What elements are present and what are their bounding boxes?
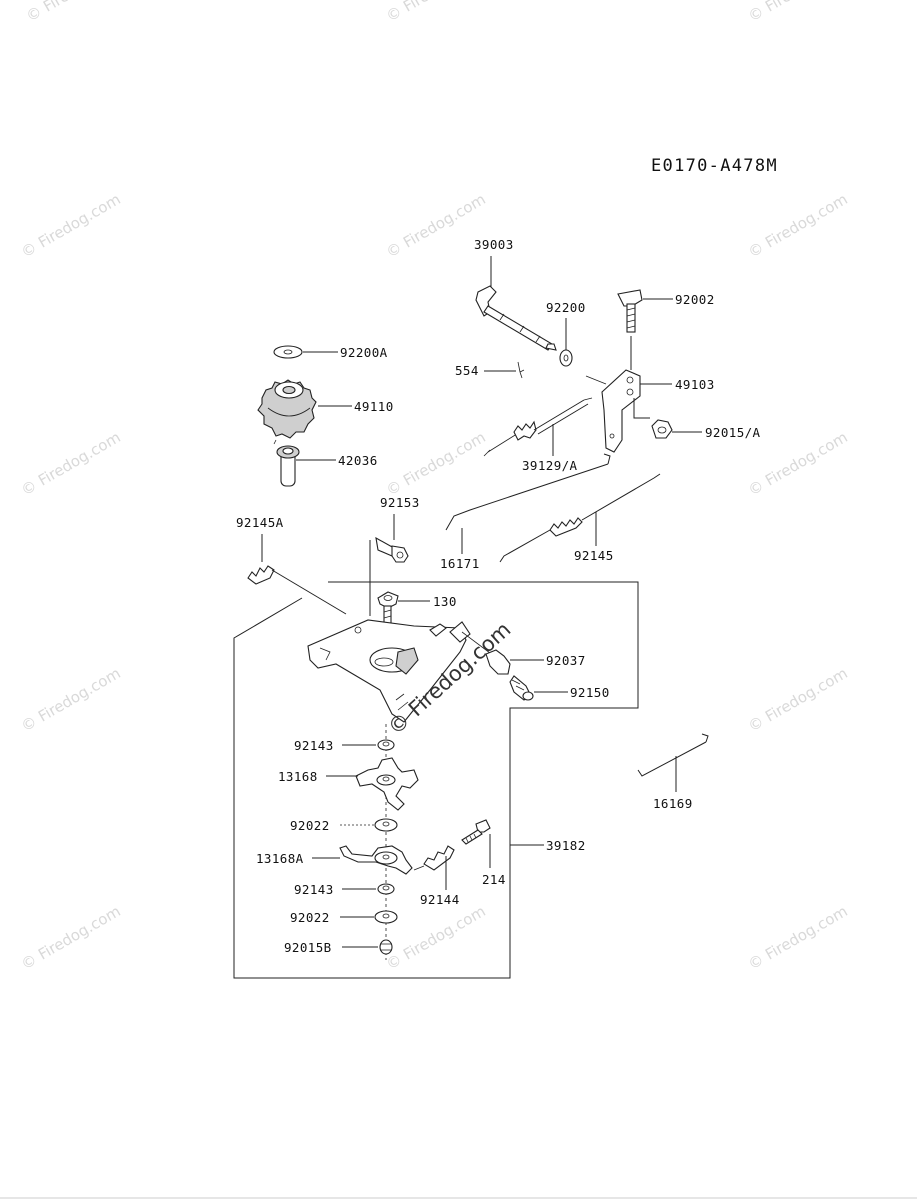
- label-13168: 13168: [278, 769, 318, 784]
- spring-92144: [413, 845, 455, 871]
- watermark: © Firedog.com: [383, 0, 489, 25]
- watermark: © Firedog.com: [23, 0, 129, 25]
- watermark: © Firedog.com: [18, 902, 124, 973]
- label-92150: 92150: [570, 685, 610, 700]
- label-92153: 92153: [380, 495, 420, 510]
- washer-92200: [559, 349, 573, 367]
- diagram-code: E0170-A478M: [651, 156, 778, 176]
- governor-arm-49103: [585, 369, 641, 453]
- bracket-39182: [307, 619, 471, 723]
- watermark: © Firedog.com: [745, 190, 851, 261]
- watermark: © Firedog.com: [383, 428, 489, 499]
- spring-39129a: [483, 397, 593, 457]
- rod-16169: [637, 733, 709, 777]
- label-49110: 49110: [354, 399, 394, 414]
- watermark-layer: © Firedog.com © Firedog.com © Firedog.co…: [18, 0, 851, 973]
- spring-92037: [461, 631, 511, 675]
- bolt-92002: [617, 289, 643, 333]
- watermark: © Firedog.com: [18, 428, 124, 499]
- spring-92145a: [247, 565, 347, 615]
- watermark: © Firedog.com: [18, 190, 124, 261]
- label-92015a: 92015/A: [705, 425, 761, 440]
- watermark: © Firedog.com: [745, 902, 851, 973]
- label-49103: 49103: [675, 377, 715, 392]
- watermark: © Firedog.com: [383, 190, 489, 261]
- label-92200a: 92200A: [340, 345, 388, 360]
- label-92145: 92145: [574, 548, 614, 563]
- bolt-92153: [375, 536, 409, 563]
- label-92200: 92200: [546, 300, 586, 315]
- label-92143-upper: 92143: [294, 738, 334, 753]
- label-214: 214: [482, 872, 506, 887]
- label-92022-lower: 92022: [290, 910, 330, 925]
- label-42036: 42036: [338, 453, 378, 468]
- label-39129a: 39129/A: [522, 458, 578, 473]
- washer-92022-lower: [374, 910, 398, 924]
- clip-92015b: [379, 939, 393, 955]
- label-554: 554: [455, 363, 479, 378]
- watermark: © Firedog.com: [745, 0, 851, 25]
- washer-92200a: [273, 345, 303, 359]
- watermark: © Firedog.com: [18, 664, 124, 735]
- assembly-outline-39182: [233, 581, 639, 979]
- label-92015b: 92015B: [284, 940, 332, 955]
- label-92002: 92002: [675, 292, 715, 307]
- label-13168a: 13168A: [256, 851, 304, 866]
- washer-92143-lower: [377, 883, 395, 895]
- label-92144: 92144: [420, 892, 460, 907]
- washer-92022-upper: [374, 818, 398, 832]
- label-92037: 92037: [546, 653, 586, 668]
- bolt-130: [377, 591, 399, 625]
- rod-16171: [445, 453, 611, 531]
- watermark: © Firedog.com: [745, 428, 851, 499]
- spring-92145: [499, 473, 661, 563]
- lever-13168: [355, 757, 419, 811]
- screw-214: [461, 819, 491, 845]
- washer-92143-upper: [377, 739, 395, 751]
- screw-92150: [509, 675, 534, 701]
- label-39003: 39003: [474, 237, 514, 252]
- label-130: 130: [433, 594, 457, 609]
- label-92143-lower: 92143: [294, 882, 334, 897]
- watermark: © Firedog.com: [745, 664, 851, 735]
- lever-13168a: [339, 845, 413, 875]
- label-39182: 39182: [546, 838, 586, 853]
- governor-shaft-39003: [475, 285, 557, 351]
- governor-shaft-42036: [273, 439, 300, 487]
- governor-gear-49110: [257, 379, 317, 439]
- label-16171: 16171: [440, 556, 480, 571]
- pin-554: [517, 361, 525, 379]
- label-16169: 16169: [653, 796, 693, 811]
- label-92145a: 92145A: [236, 515, 284, 530]
- label-92022-upper: 92022: [290, 818, 330, 833]
- watermark: © Firedog.com: [383, 902, 489, 973]
- nut-92015a: [651, 419, 673, 439]
